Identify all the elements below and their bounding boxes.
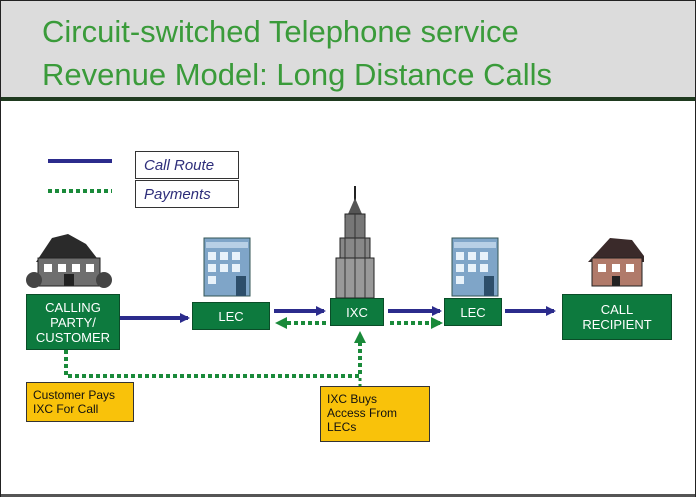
ixc-buys-note: IXC Buys Access From LECs (320, 386, 430, 442)
ixc-buys-line-3: LECs (327, 420, 357, 434)
calling-party-line-2: PARTY/ (50, 314, 96, 330)
header-divider (1, 97, 695, 101)
skyscraper-icon (335, 186, 375, 299)
call-recipient-line-1: CALL (600, 302, 634, 317)
title-line-1: Circuit-switched Telephone service (42, 14, 519, 49)
lec-right-node: LEC (444, 298, 502, 326)
slide-header (1, 1, 695, 97)
office-building-icon (451, 237, 499, 297)
calling-party-node: CALLING PARTY/ CUSTOMER (26, 294, 120, 350)
call-recipient-line-2: RECIPIENT (582, 317, 652, 332)
lec-left-node: LEC (192, 302, 270, 330)
legend-payments-label: Payments (135, 180, 239, 208)
office-building-icon (203, 237, 251, 297)
title-line-2: Revenue Model: Long Distance Calls (42, 57, 553, 92)
customer-pays-note: Customer Pays IXC For Call (26, 382, 134, 422)
customer-pays-line-2: IXC For Call (33, 402, 99, 416)
footer-divider (1, 494, 695, 497)
house-icon (588, 238, 644, 287)
ixc-buys-line-1: IXC Buys (327, 392, 378, 406)
customer-pays-line-1: Customer Pays (33, 388, 116, 402)
call-recipient-node: CALL RECIPIENT (562, 294, 672, 340)
house-icon (26, 234, 112, 288)
calling-party-line-3: CUSTOMER (35, 329, 111, 345)
ixc-buys-line-2: Access From (327, 406, 398, 420)
ixc-node: IXC (330, 298, 384, 326)
legend-call-route-label: Call Route (135, 151, 239, 179)
calling-party-line-1: CALLING (45, 299, 101, 315)
